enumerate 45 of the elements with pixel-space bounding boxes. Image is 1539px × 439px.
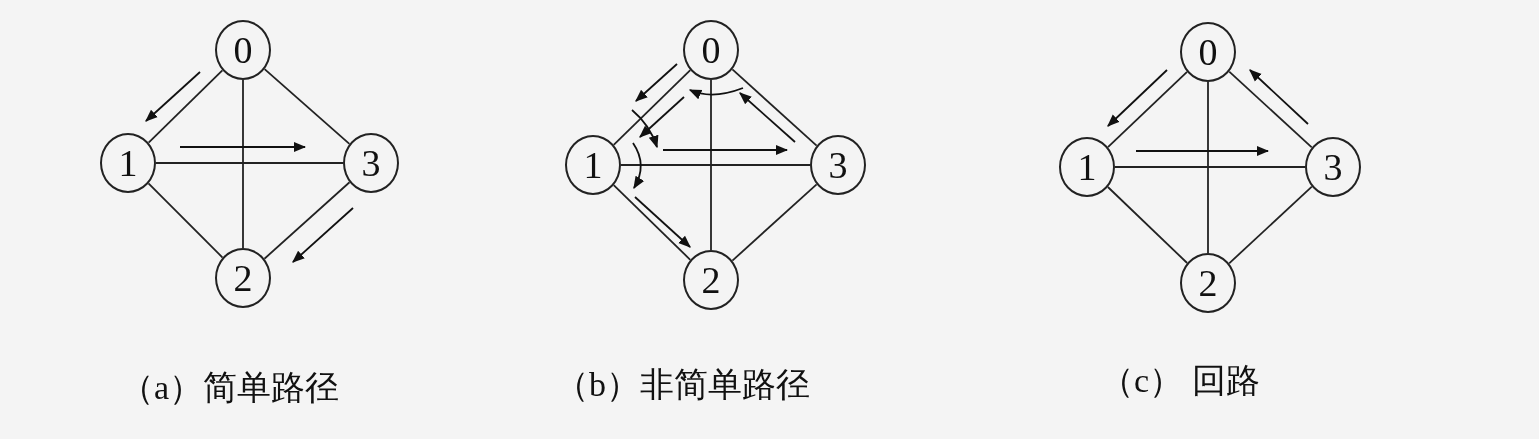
graph-edge <box>620 164 811 166</box>
vertex-circle <box>343 133 399 193</box>
graph-edge <box>1106 186 1189 264</box>
vertex-number: 2 <box>701 261 721 299</box>
vertex-circle <box>683 20 739 80</box>
vertex-circle <box>215 20 271 80</box>
graph-edge <box>242 79 244 249</box>
vertex-number: 0 <box>1198 33 1218 71</box>
graph-edge <box>710 79 712 251</box>
graph-edge <box>1114 166 1306 168</box>
vertex-circle <box>215 248 271 308</box>
caption: （a）简单路径 <box>120 368 340 408</box>
vertex-number: 2 <box>1198 264 1218 302</box>
vertex-number: 1 <box>1077 148 1097 186</box>
graph-edge <box>1107 71 1188 148</box>
vertex-circle <box>810 135 866 195</box>
graph-edge <box>147 182 224 259</box>
graph-edge <box>1228 185 1313 265</box>
vertex-number: 3 <box>828 146 848 184</box>
graph-edge <box>155 162 344 164</box>
graph-edge <box>731 68 818 147</box>
vertex-number: 3 <box>361 144 381 182</box>
vertex-number: 0 <box>233 31 253 69</box>
vertex-circle <box>1305 137 1361 197</box>
graph-edge <box>147 69 224 144</box>
graph-edge <box>263 181 351 260</box>
vertex-circle <box>1180 253 1236 313</box>
vertex-number: 1 <box>583 146 603 184</box>
graph-edge <box>1207 81 1209 254</box>
caption: （b）非简单路径 <box>555 365 810 405</box>
caption: （c） 回路 <box>1100 361 1260 401</box>
graph-edge <box>1228 70 1313 149</box>
vertex-circle <box>565 135 621 195</box>
graph-edge <box>263 68 351 145</box>
vertex-circle <box>100 133 156 193</box>
vertex-circle <box>1059 137 1115 197</box>
vertex-circle <box>1180 22 1236 82</box>
vertex-number: 1 <box>118 144 138 182</box>
vertex-number: 0 <box>701 31 721 69</box>
vertex-number: 2 <box>233 259 253 297</box>
graph-edge <box>612 184 692 261</box>
vertex-circle <box>683 250 739 310</box>
graph-edge <box>612 69 692 146</box>
graph-edge <box>731 183 818 262</box>
vertex-number: 3 <box>1323 148 1343 186</box>
